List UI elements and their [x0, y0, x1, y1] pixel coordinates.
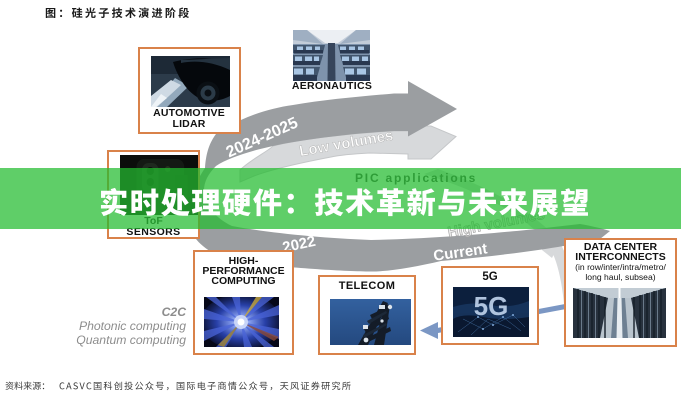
svg-text:5G: 5G — [474, 291, 509, 321]
